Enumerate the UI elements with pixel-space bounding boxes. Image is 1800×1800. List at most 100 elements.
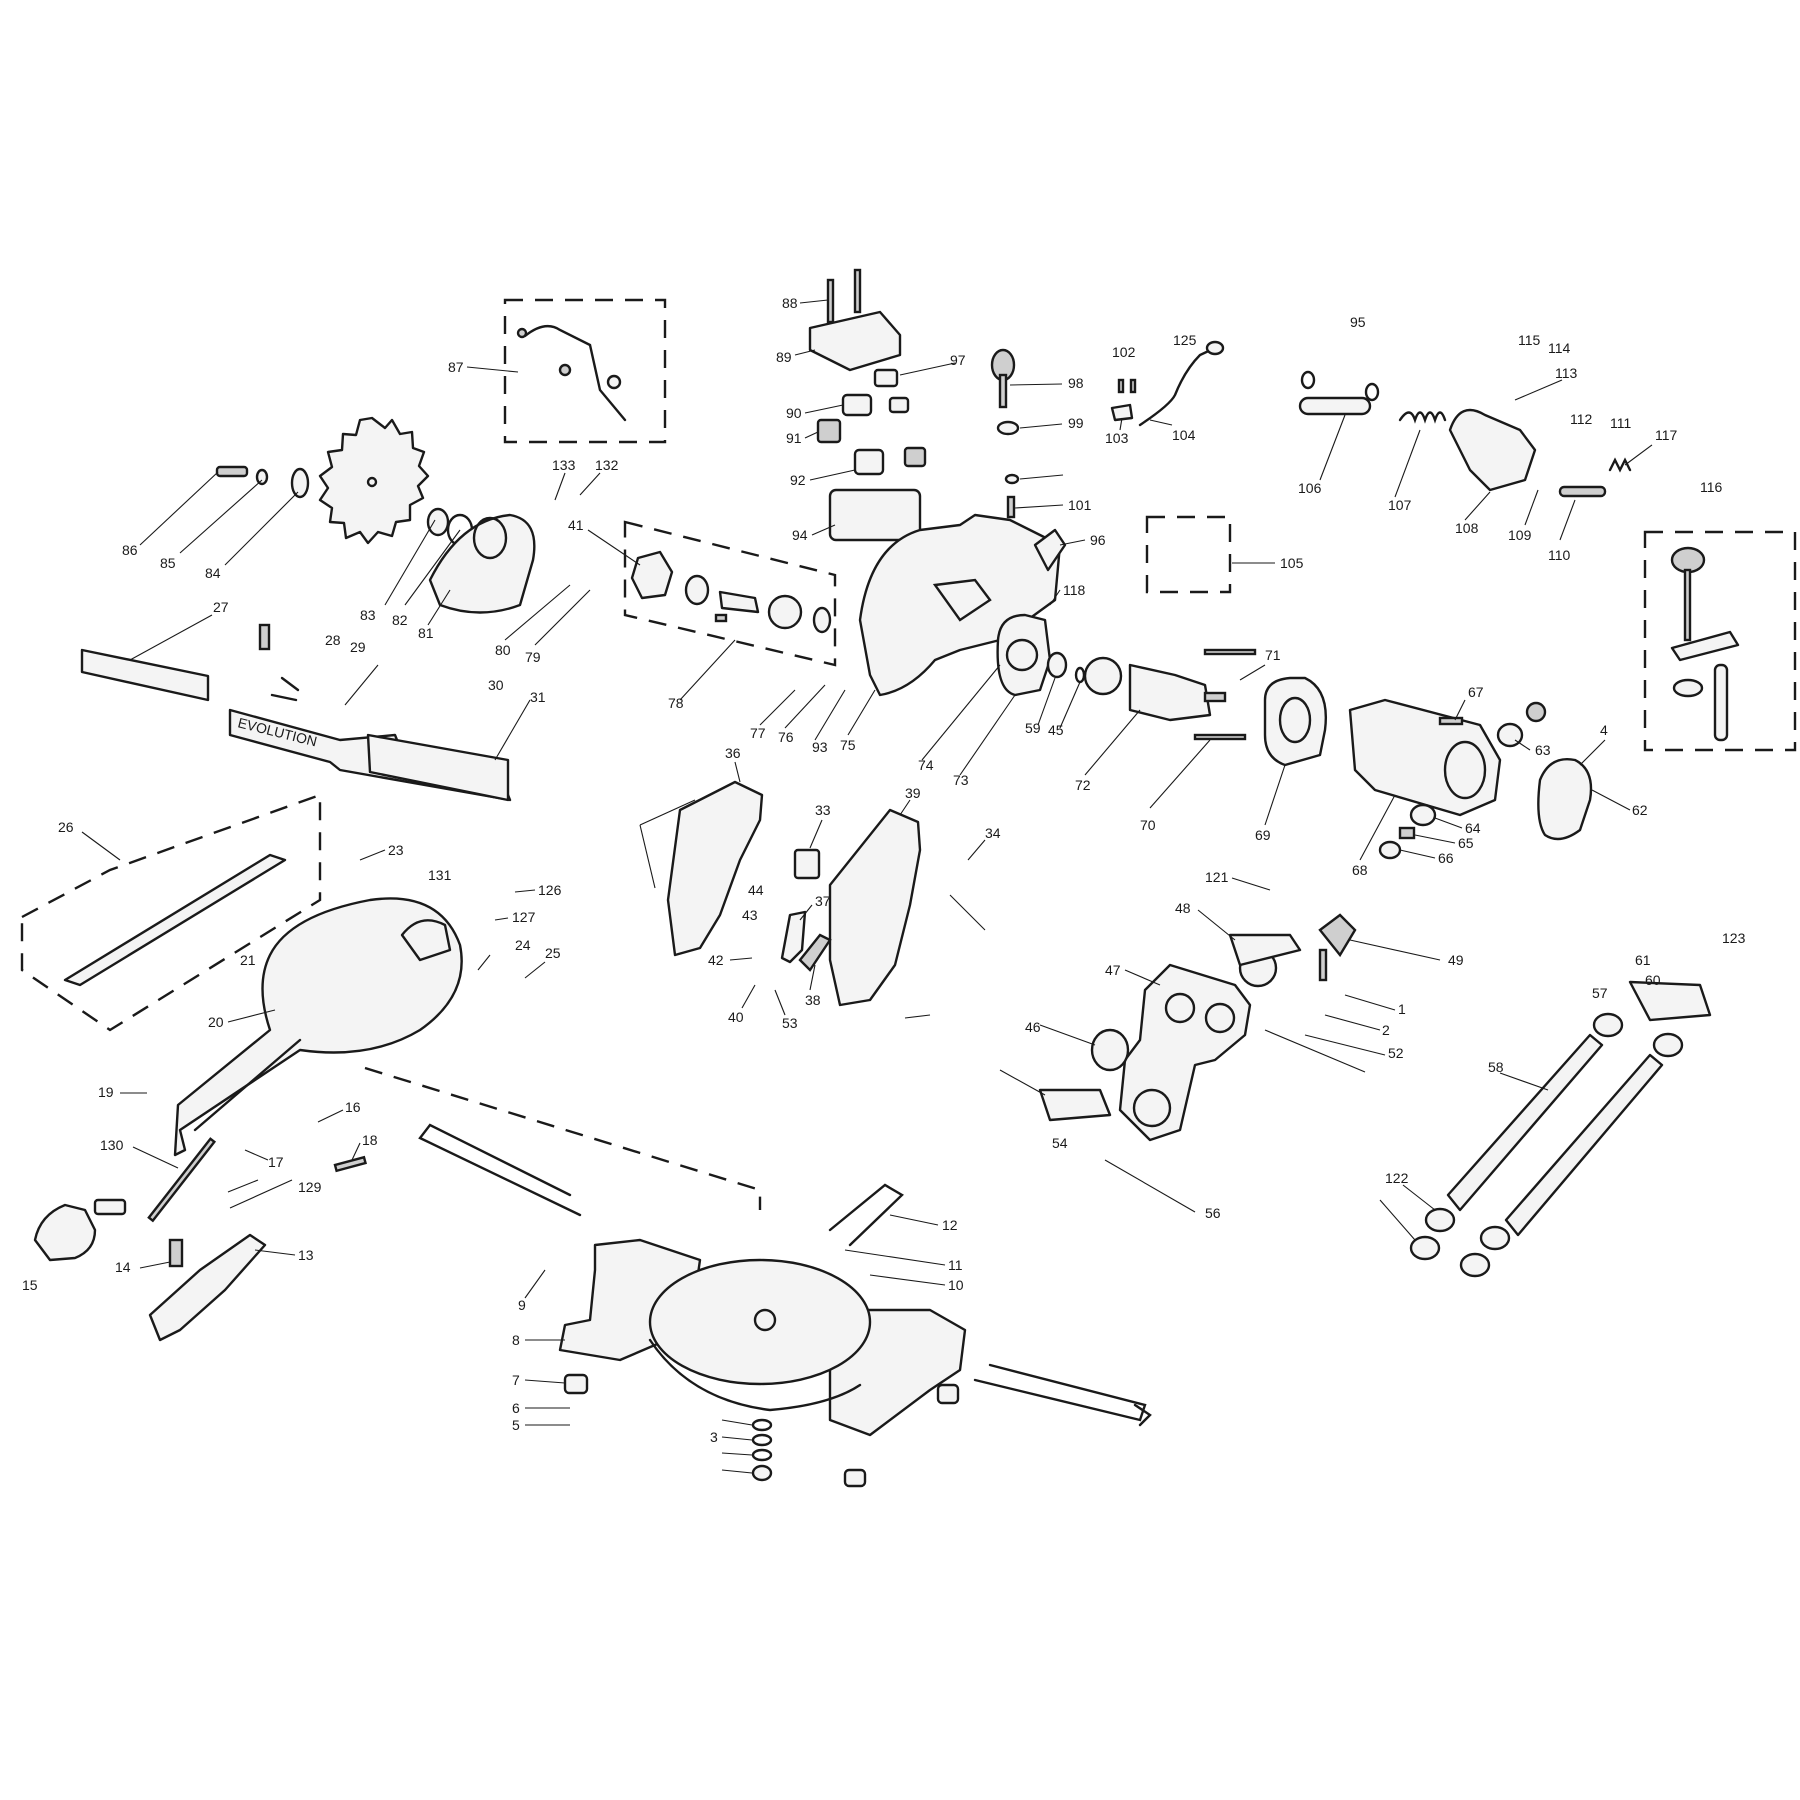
carbon-brush-65 — [1398, 826, 1416, 840]
rail-right — [1504, 1053, 1664, 1237]
link-48-lower — [1038, 1088, 1112, 1122]
part-label-23: 23 — [388, 842, 404, 858]
leader-85 — [179, 479, 263, 554]
part-label-59: 59 — [1025, 720, 1041, 736]
leader-10 — [869, 1274, 946, 1286]
part-label-58: 58 — [1488, 1059, 1504, 1075]
leader-101-fence — [344, 664, 379, 706]
part-label-46: 46 — [1025, 1019, 1041, 1035]
leader-73 — [959, 694, 1016, 776]
part-label-43: 43 — [742, 907, 758, 923]
base-foot-right — [936, 1383, 960, 1405]
leader-26 — [81, 831, 121, 861]
leader-91 — [804, 431, 819, 439]
o-ring-right — [1364, 382, 1380, 402]
part-label-81: 81 — [418, 625, 434, 641]
handle-left-36 — [666, 780, 764, 957]
turntable-assembly — [63, 853, 463, 1157]
slide-head-assembly — [1298, 370, 1632, 498]
part-label-17: 17 — [268, 1154, 284, 1170]
part-label-9: 9 — [518, 1297, 526, 1313]
group-box-base-link — [364, 1066, 762, 1210]
leader-38 — [809, 964, 816, 991]
part-label-103: 103 — [1105, 430, 1129, 446]
switch-terminal-3 — [903, 446, 927, 468]
part-label-36: 36 — [725, 745, 741, 761]
leader-33 — [809, 819, 823, 849]
turntable-disc — [648, 1258, 872, 1386]
part-label-69: 69 — [1255, 827, 1271, 843]
arm-housing — [858, 513, 1062, 697]
leader-68 — [1359, 794, 1396, 861]
bevel-scale-arc — [648, 1338, 862, 1412]
part-label-68: 68 — [1352, 862, 1368, 878]
leader-34-bottom — [904, 1014, 931, 1019]
leader-88 — [799, 299, 829, 304]
extension-bar-9 — [418, 1123, 582, 1217]
lower-blade-guard — [428, 513, 536, 614]
leader-53 — [774, 989, 786, 1016]
part-label-34: 34 — [985, 825, 1001, 841]
part-label-14: 14 — [115, 1259, 131, 1275]
bearing-59 — [1046, 651, 1068, 679]
part-label-63: 63 — [1535, 742, 1551, 758]
handle-top-cap — [808, 310, 902, 372]
nut-1 — [751, 1464, 773, 1482]
part-label-61: 61 — [1635, 952, 1651, 968]
part-label-95: 95 — [1350, 314, 1366, 330]
part-label-118: 118 — [1063, 582, 1086, 598]
leader-49 — [1349, 939, 1441, 961]
carriage-pivot — [1132, 1088, 1172, 1128]
lock-lever-49-shaft — [1318, 948, 1328, 982]
part-label-12: 12 — [942, 1217, 958, 1233]
part-label-98: 98 — [1068, 375, 1084, 391]
part-label-129: 129 — [298, 1179, 322, 1195]
armature-shaft — [1203, 691, 1227, 703]
leader-20 — [227, 1009, 276, 1023]
part-label-5: 5 — [512, 1417, 520, 1433]
leader-18 — [351, 1142, 361, 1161]
leader-133 — [554, 472, 566, 501]
leader-81 — [427, 589, 451, 626]
switch-terminal-2 — [888, 396, 910, 414]
end-cap-body — [1537, 758, 1593, 841]
part-label-48: 48 — [1175, 900, 1191, 916]
lock-lever-49 — [1318, 913, 1357, 958]
part-label-101: 101 — [1068, 497, 1092, 513]
spindle-bearing — [684, 574, 710, 606]
linkage-screw-small — [516, 327, 528, 339]
turntable-top — [173, 897, 463, 1157]
leader-90 — [804, 404, 844, 414]
part-label-64: 64 — [1465, 820, 1481, 836]
leader-48-lower — [999, 1069, 1046, 1096]
dashed-group-boxes — [20, 298, 1797, 1210]
stator-body — [1263, 676, 1327, 767]
part-label-44: 44 — [748, 882, 764, 898]
part-label-49: 49 — [1448, 952, 1464, 968]
leader-118 — [1049, 589, 1061, 606]
leader-12 — [889, 1214, 939, 1226]
part-label-115: 115 — [1518, 332, 1541, 348]
rod-17 — [147, 1137, 217, 1223]
leader-31 — [494, 699, 531, 761]
part-label-104: 104 — [1172, 427, 1196, 443]
leader-104 — [1149, 419, 1173, 426]
part-label-74: 74 — [918, 757, 934, 773]
switch-body — [853, 448, 885, 476]
part-label-113: 113 — [1555, 365, 1578, 381]
part-label-97: 97 — [950, 352, 966, 368]
part-label-87: 87 — [448, 359, 464, 375]
leader-16-upper — [317, 1109, 344, 1123]
linkage-nut — [606, 374, 622, 390]
leader-39 — [899, 799, 911, 816]
part-label-125: 125 — [1173, 332, 1197, 348]
miter-knob-15 — [33, 1203, 97, 1262]
leader-129 — [229, 1179, 293, 1209]
motor-screw-long-1 — [1203, 648, 1257, 656]
part-label-123: 123 — [1722, 930, 1746, 946]
part-label-117: 117 — [1655, 427, 1678, 443]
switch-button — [841, 393, 873, 417]
leader-78 — [679, 639, 736, 701]
